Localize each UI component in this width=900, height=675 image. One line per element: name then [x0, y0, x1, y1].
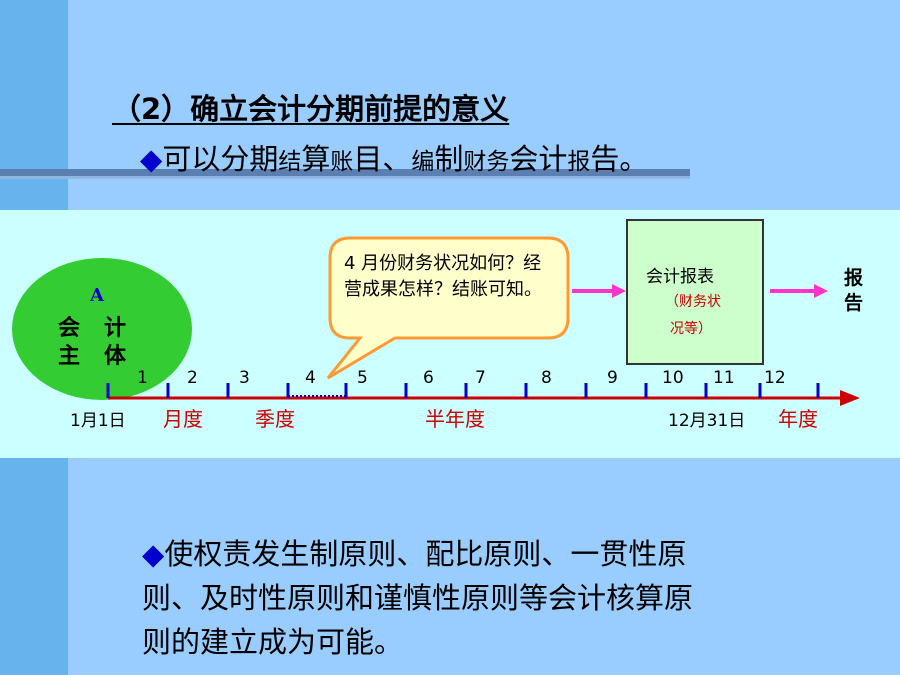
tick-label-8: 8	[541, 368, 552, 388]
bullet1-text-7: 财	[463, 149, 487, 175]
bullet2-line3: 则的建立成为可能。	[142, 625, 404, 659]
end-date-label: 12月31日	[668, 411, 746, 431]
bullet1-text-9: 会计	[509, 142, 568, 176]
bullet1-text-6: 制	[434, 142, 464, 176]
bullet-periodic-reporting: ◆可以分期结算账目、编制财务会计报告。	[140, 136, 648, 178]
period-quarter: 季度	[255, 407, 295, 431]
bullet1-text-3: 账	[330, 149, 354, 175]
tick-label-11: 11	[713, 368, 735, 388]
divider-rule	[0, 169, 690, 176]
pink-arrow-to-report-label	[770, 284, 828, 298]
bullet1-text-5: 编	[411, 149, 435, 175]
tick-label-5: 5	[357, 368, 368, 388]
bullet2-line2: 则、及时性原则和谨慎性原则等会计核算原	[142, 581, 694, 615]
tick-label-7: 7	[475, 368, 486, 388]
bullet1-text-2: 算	[301, 142, 331, 176]
diamond-bullet-icon: ◆	[140, 142, 163, 176]
tick-label-10: 10	[662, 368, 684, 388]
period-month: 月度	[163, 407, 203, 431]
bullet1-text-8: 务	[486, 149, 510, 175]
timeline-ticks	[106, 383, 820, 398]
tick-label-2: 2	[187, 368, 198, 388]
entity-label-line1: 会计	[58, 316, 151, 341]
entity-label-line2: 主体	[58, 344, 151, 369]
tick-label-1: 1	[137, 368, 148, 388]
start-date-label: 1月1日	[70, 411, 126, 431]
accounting-report-box	[626, 219, 764, 365]
tick-label-12: 12	[764, 368, 786, 388]
timeline-axis-arrow	[108, 390, 860, 406]
slide-heading: （2）确立会计分期前提的意义	[112, 92, 510, 126]
entity-letter: A	[90, 285, 104, 306]
accounting-entity-circle	[12, 258, 192, 400]
diamond-bullet-icon: ◆	[142, 537, 165, 571]
bullet1-text-11: 告。	[590, 142, 649, 176]
report-box-sub1: （财务状	[665, 294, 721, 310]
bullet1-text-1: 结	[278, 149, 302, 175]
period-half-year: 半年度	[425, 407, 485, 431]
bullet1-text-10: 报	[567, 149, 591, 175]
report-box-sub2: 况等）	[670, 321, 712, 337]
period-year: 年度	[778, 407, 818, 431]
callout-text: 4 月份财务状况如何？经营成果怎样？结账可知。	[344, 253, 542, 300]
tick-label-9: 9	[607, 368, 618, 388]
tick-label-6: 6	[423, 368, 434, 388]
callout-bubble	[326, 236, 570, 380]
bullet1-text-0: 可以分期	[162, 142, 279, 176]
divider-rule-shadow	[0, 176, 690, 179]
bullet-accounting-principles: ◆使权责发生制原则、配比原则、一贯性原 则、及时性原则和谨慎性原则等会计核算原 …	[142, 532, 822, 664]
pink-arrow-to-report	[572, 284, 626, 298]
report-label: 报告	[844, 267, 864, 314]
report-box-title: 会计报表	[646, 267, 714, 287]
tick-label-3: 3	[239, 368, 250, 388]
tick-label-4: 4	[305, 368, 316, 388]
bullet1-text-4: 目、	[353, 142, 412, 176]
bullet2-line1: 使权责发生制原则、配比原则、一贯性原	[164, 537, 687, 571]
